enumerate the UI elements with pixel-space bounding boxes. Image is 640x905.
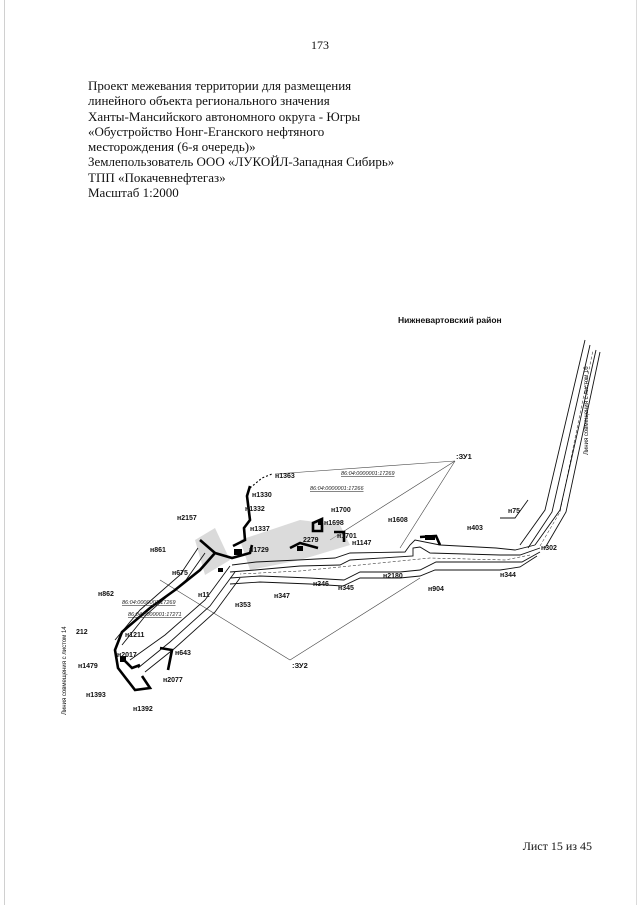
zu1-label: :ЗУ1: [456, 452, 472, 461]
left-alignment-label: Линия совмещения с листом 14: [62, 626, 68, 715]
scale-line: Масштаб 1:2000: [88, 185, 179, 201]
point-label: н75: [508, 508, 520, 515]
point-label: н2157: [177, 515, 197, 522]
cadastral-number: 86:04:0000001:17271: [128, 612, 182, 618]
point-label: н643: [175, 650, 191, 657]
title-line: «Обустройство Нонг-Еганского нефтяного: [88, 123, 325, 139]
title-block: Проект межевания территории для размещен…: [88, 78, 448, 200]
point-label: н347: [274, 593, 290, 600]
point-label: 212: [76, 629, 88, 636]
point-label: н1608: [388, 517, 408, 524]
title-line: Проект межевания территории для размещен…: [88, 78, 352, 93]
point-label: н861: [150, 547, 166, 554]
title-line: линейного объекта регионального значения: [88, 93, 330, 109]
point-label: н1211: [125, 632, 145, 639]
point-label: н904: [428, 586, 444, 593]
point-label: н346: [313, 581, 329, 588]
point-label: н675: [172, 570, 188, 577]
page-number: 173: [311, 38, 329, 52]
title-line: месторождения (6-я очередь)»: [88, 139, 256, 155]
zu2-leaders: [159, 577, 421, 661]
land-user-line: Землепользователь ООО «ЛУКОЙЛ-Западная С…: [88, 154, 395, 170]
point-label: н2077: [163, 677, 183, 684]
point-label: н344: [500, 572, 516, 579]
access-line-1363: [249, 473, 273, 489]
zu2-label: :ЗУ2: [292, 661, 308, 670]
scan-edge-left: [4, 0, 5, 905]
point-label: н862: [98, 591, 114, 598]
corridor-centre-lines: [239, 349, 594, 575]
sheet-number: Лист 15 из 45: [522, 839, 592, 853]
point-label: н1701: [337, 533, 357, 540]
structures: [120, 520, 435, 662]
region-label: Нижневартовский район: [398, 315, 502, 325]
point-label: н2180: [383, 573, 403, 580]
pipeline-corridor-ne: [229, 339, 601, 587]
scan-edge-right: [636, 0, 637, 905]
cadastral-number: 86:04:0000001:17269: [341, 471, 395, 477]
point-label: н1479: [78, 663, 98, 670]
point-label: н1698: [324, 520, 344, 527]
point-label: н1330: [252, 492, 272, 499]
title-line: Ханты-Мансийского автономного округа - Ю…: [88, 108, 361, 124]
cadastral-number: 86:04:0000001:17269: [122, 600, 176, 606]
point-label: н1700: [331, 507, 351, 514]
point-label: н1147: [352, 540, 372, 547]
zu1-leaders: [274, 460, 456, 549]
point-label: н1363: [275, 473, 295, 480]
right-alignment-label: Линия совмещения с листом 16: [584, 366, 590, 455]
stippled-area: [195, 520, 350, 575]
point-label: н345: [338, 585, 354, 592]
cadastral-number: 86:04:0000001:17266: [310, 486, 364, 492]
point-label: н1337: [250, 526, 270, 533]
point-label: 2279: [303, 537, 319, 544]
point-label: н353: [235, 602, 251, 609]
point-label: н403: [467, 525, 483, 532]
tpp-line: ТПП «Покачевнефтегаз»: [88, 169, 226, 185]
point-label: н1392: [133, 706, 153, 713]
point-label: н302: [541, 545, 557, 552]
point-label: н11: [198, 592, 210, 599]
point-label: н1729: [249, 547, 269, 554]
point-label: н2017: [117, 652, 137, 659]
point-label: н1393: [86, 692, 106, 699]
point-label: н1332: [245, 506, 265, 513]
land-plot-boundaries: [113, 485, 442, 692]
